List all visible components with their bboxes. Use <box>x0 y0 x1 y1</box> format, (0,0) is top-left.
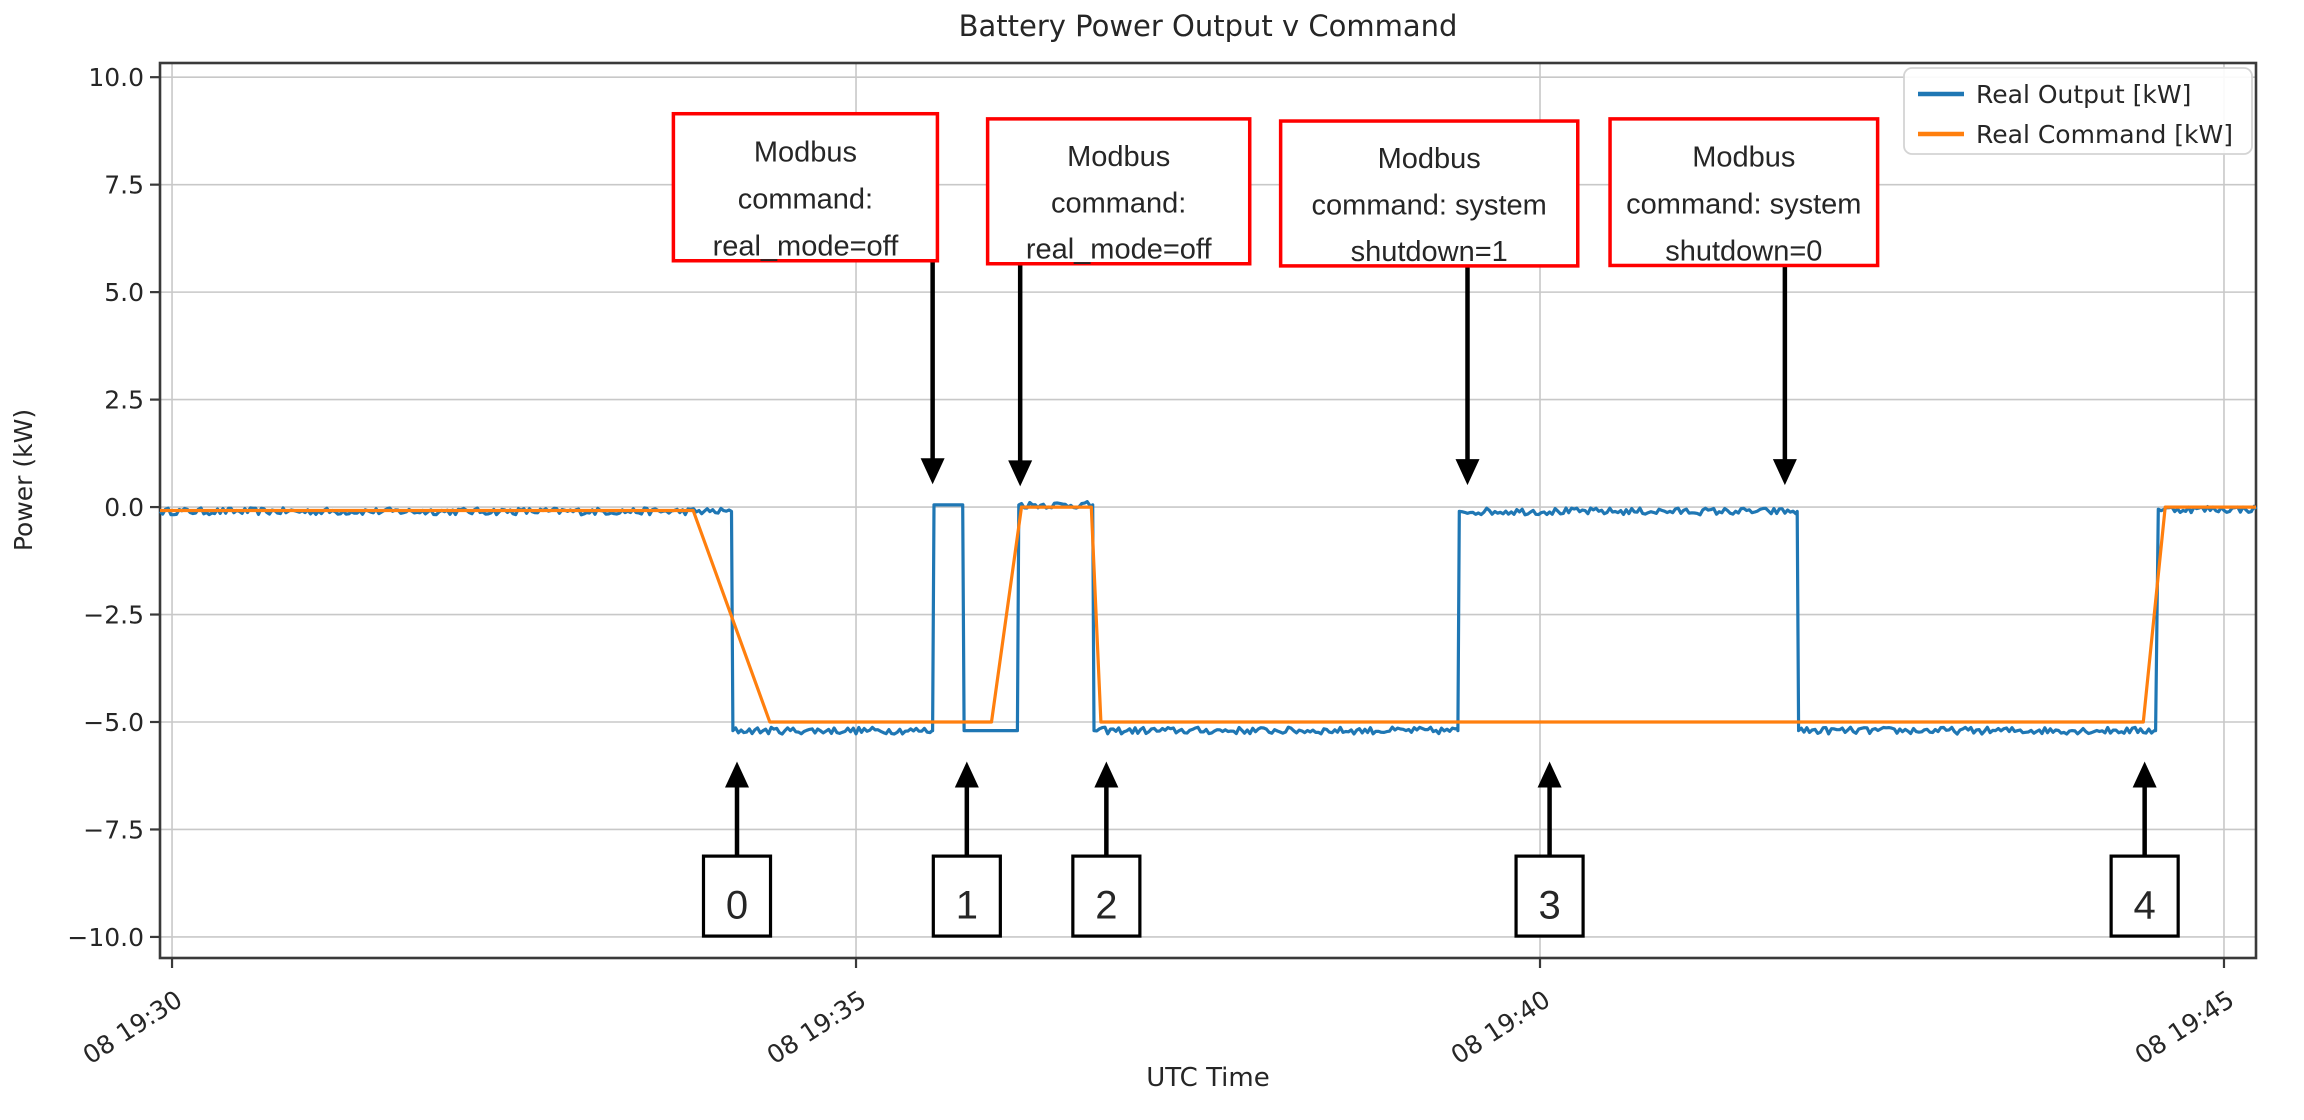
legend-label-real-command: Real Command [kW] <box>1976 120 2233 149</box>
y-tick-label: −10.0 <box>67 923 144 952</box>
annotation-arrow-head <box>920 458 945 485</box>
y-tick-label: −2.5 <box>83 601 144 630</box>
chart-title: Battery Power Output v Command <box>959 9 1458 43</box>
y-tick-label: 7.5 <box>104 171 144 200</box>
event-marker-box <box>2109 854 2180 938</box>
event-markers: 0 1 2 3 4 <box>701 761 2180 938</box>
y-tick-label: 0.0 <box>104 493 144 522</box>
y-tick-label: −5.0 <box>83 708 144 737</box>
event-marker-label: 1 <box>956 883 978 927</box>
annotation-arrow-head <box>1008 460 1033 487</box>
x-tick-label: 08 19:35 <box>762 985 872 1070</box>
legend-frame <box>1903 67 2253 155</box>
event-marker-box <box>1514 854 1585 938</box>
y-axis-label: Power (kW) <box>9 409 38 551</box>
event-marker-arrow-head <box>954 761 979 788</box>
event-marker-box <box>1071 854 1142 938</box>
annotation-arrow-head <box>1455 459 1480 486</box>
annotation-box <box>1278 119 1580 268</box>
x-tick-label: 08 19:30 <box>78 985 188 1070</box>
event-marker-arrow-head <box>1537 761 1562 788</box>
annotation-box <box>671 111 940 263</box>
annotation-arrow-head <box>1772 459 1797 486</box>
event-marker-box <box>931 854 1002 938</box>
annotation-box <box>1608 117 1880 268</box>
event-marker-arrow-head <box>2132 761 2157 788</box>
event-marker-box <box>701 854 773 938</box>
legend: Real Output [kW] Real Command [kW] <box>1903 67 2253 155</box>
legend-label-real-output: Real Output [kW] <box>1976 80 2191 109</box>
event-marker-arrow-head <box>1094 761 1119 788</box>
event-marker-label: 4 <box>2134 883 2156 927</box>
event-marker-arrow-head <box>725 761 750 788</box>
series-lines <box>158 500 2258 736</box>
y-tick-label: 5.0 <box>104 278 144 307</box>
x-tick-label: 08 19:40 <box>1446 985 1556 1070</box>
event-marker-label: 0 <box>726 883 748 927</box>
series-path-real-output-kw <box>158 500 2258 736</box>
x-axis-label: UTC Time <box>1146 1063 1269 1093</box>
event-marker-label: 3 <box>1538 883 1560 927</box>
x-tick-label: 08 19:45 <box>2130 985 2240 1070</box>
event-marker-label: 2 <box>1095 883 1117 927</box>
y-tick-label: 10.0 <box>88 63 144 92</box>
annotation-box <box>985 117 1252 266</box>
y-tick-label: −7.5 <box>83 815 144 844</box>
y-tick-label: 2.5 <box>104 386 144 415</box>
series-path-real-command-kw <box>160 505 2256 724</box>
